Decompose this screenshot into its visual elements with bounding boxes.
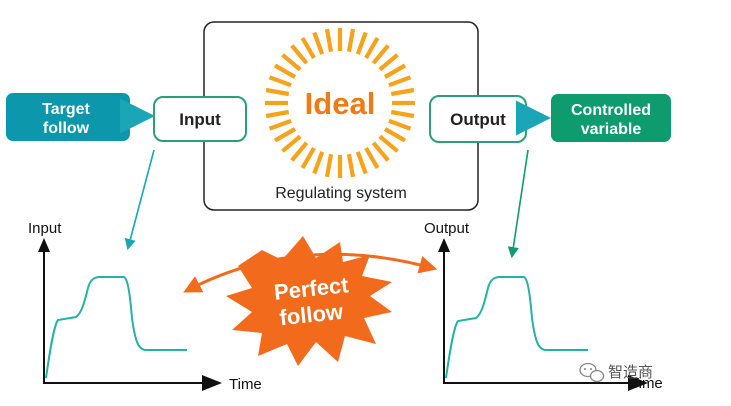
target-follow-box bbox=[6, 93, 130, 141]
controlled-variable-line2: variable bbox=[581, 121, 642, 138]
right-graph-y-arrowhead bbox=[438, 238, 450, 252]
right-graph-x-label: Time bbox=[630, 375, 663, 392]
watermark-text: 智造商 bbox=[608, 363, 653, 381]
input-box-label: Input bbox=[179, 110, 221, 129]
controlled-variable-line1: Controlled bbox=[571, 102, 651, 119]
sun-ray bbox=[383, 127, 407, 143]
target-follow-line1: Target bbox=[42, 101, 90, 118]
sun-ray bbox=[265, 109, 290, 119]
right-graph-y-label: Output bbox=[424, 220, 470, 237]
sun-ray bbox=[378, 53, 399, 72]
sun-ray bbox=[300, 36, 316, 60]
input-box bbox=[153, 96, 247, 142]
sun-ray bbox=[268, 118, 292, 131]
sun-ray bbox=[324, 153, 334, 178]
regulating-system-label: Regulating system bbox=[275, 185, 407, 202]
wechat-icon bbox=[579, 362, 605, 383]
sun-ray bbox=[364, 146, 380, 170]
input-pointer-arrow bbox=[124, 149, 155, 251]
sun-ray bbox=[378, 134, 399, 153]
sun-ray bbox=[355, 31, 368, 55]
sun-ray bbox=[371, 44, 390, 65]
target-follow-line2: follow bbox=[43, 120, 90, 137]
sun-ray bbox=[312, 151, 325, 175]
sun-ray bbox=[346, 153, 356, 178]
sun-ray bbox=[388, 118, 412, 131]
sun-ray bbox=[290, 44, 309, 65]
sun-ray bbox=[273, 63, 297, 79]
sun-ray bbox=[390, 87, 415, 97]
output-box-label: Output bbox=[450, 110, 506, 129]
sunburst-icon bbox=[265, 28, 415, 178]
left-graph-y-arrowhead bbox=[38, 238, 50, 252]
sun-ray bbox=[390, 109, 415, 119]
sun-ray bbox=[300, 146, 316, 170]
sun-ray bbox=[364, 36, 380, 60]
left-graph-x-label: Time bbox=[229, 376, 262, 393]
sun-ray bbox=[265, 87, 290, 97]
sun-ray bbox=[290, 141, 309, 162]
right-graph-x-arrowhead bbox=[628, 375, 648, 391]
right-graph-curve bbox=[445, 276, 588, 379]
sun-ray bbox=[312, 31, 325, 55]
sun-ray bbox=[273, 127, 297, 143]
perfect-follow-burst bbox=[226, 236, 392, 366]
ideal-label: Ideal bbox=[305, 86, 376, 121]
sun-ray bbox=[371, 141, 390, 162]
controlled-variable-box bbox=[551, 94, 671, 142]
left-graph-x-arrowhead bbox=[202, 375, 222, 391]
sun-ray bbox=[383, 63, 407, 79]
sun-ray bbox=[355, 151, 368, 175]
left-graph-curve bbox=[45, 276, 187, 379]
sun-ray bbox=[324, 28, 334, 53]
sun-ray bbox=[388, 75, 412, 88]
left-graph-y-label: Input bbox=[28, 220, 62, 237]
sun-ray bbox=[281, 134, 302, 153]
sun-ray bbox=[268, 75, 292, 88]
output-pointer-arrow bbox=[507, 149, 529, 259]
sun-ray bbox=[281, 53, 302, 72]
sun-ray bbox=[346, 28, 356, 53]
